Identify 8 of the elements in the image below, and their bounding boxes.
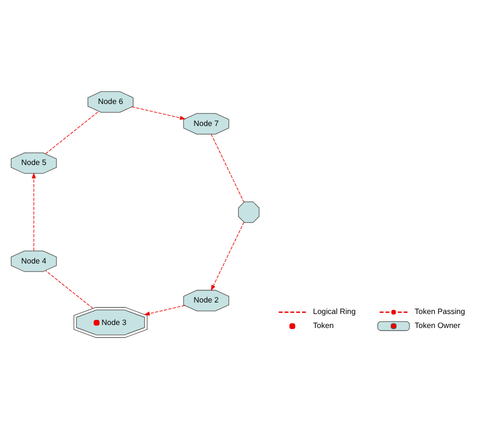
arrow <box>144 305 186 316</box>
connector <box>210 134 244 203</box>
arrow <box>132 106 186 120</box>
connector <box>45 110 100 154</box>
arrow <box>32 172 36 252</box>
connector <box>45 270 94 309</box>
node-octagon <box>238 202 260 223</box>
arrow <box>210 222 244 291</box>
